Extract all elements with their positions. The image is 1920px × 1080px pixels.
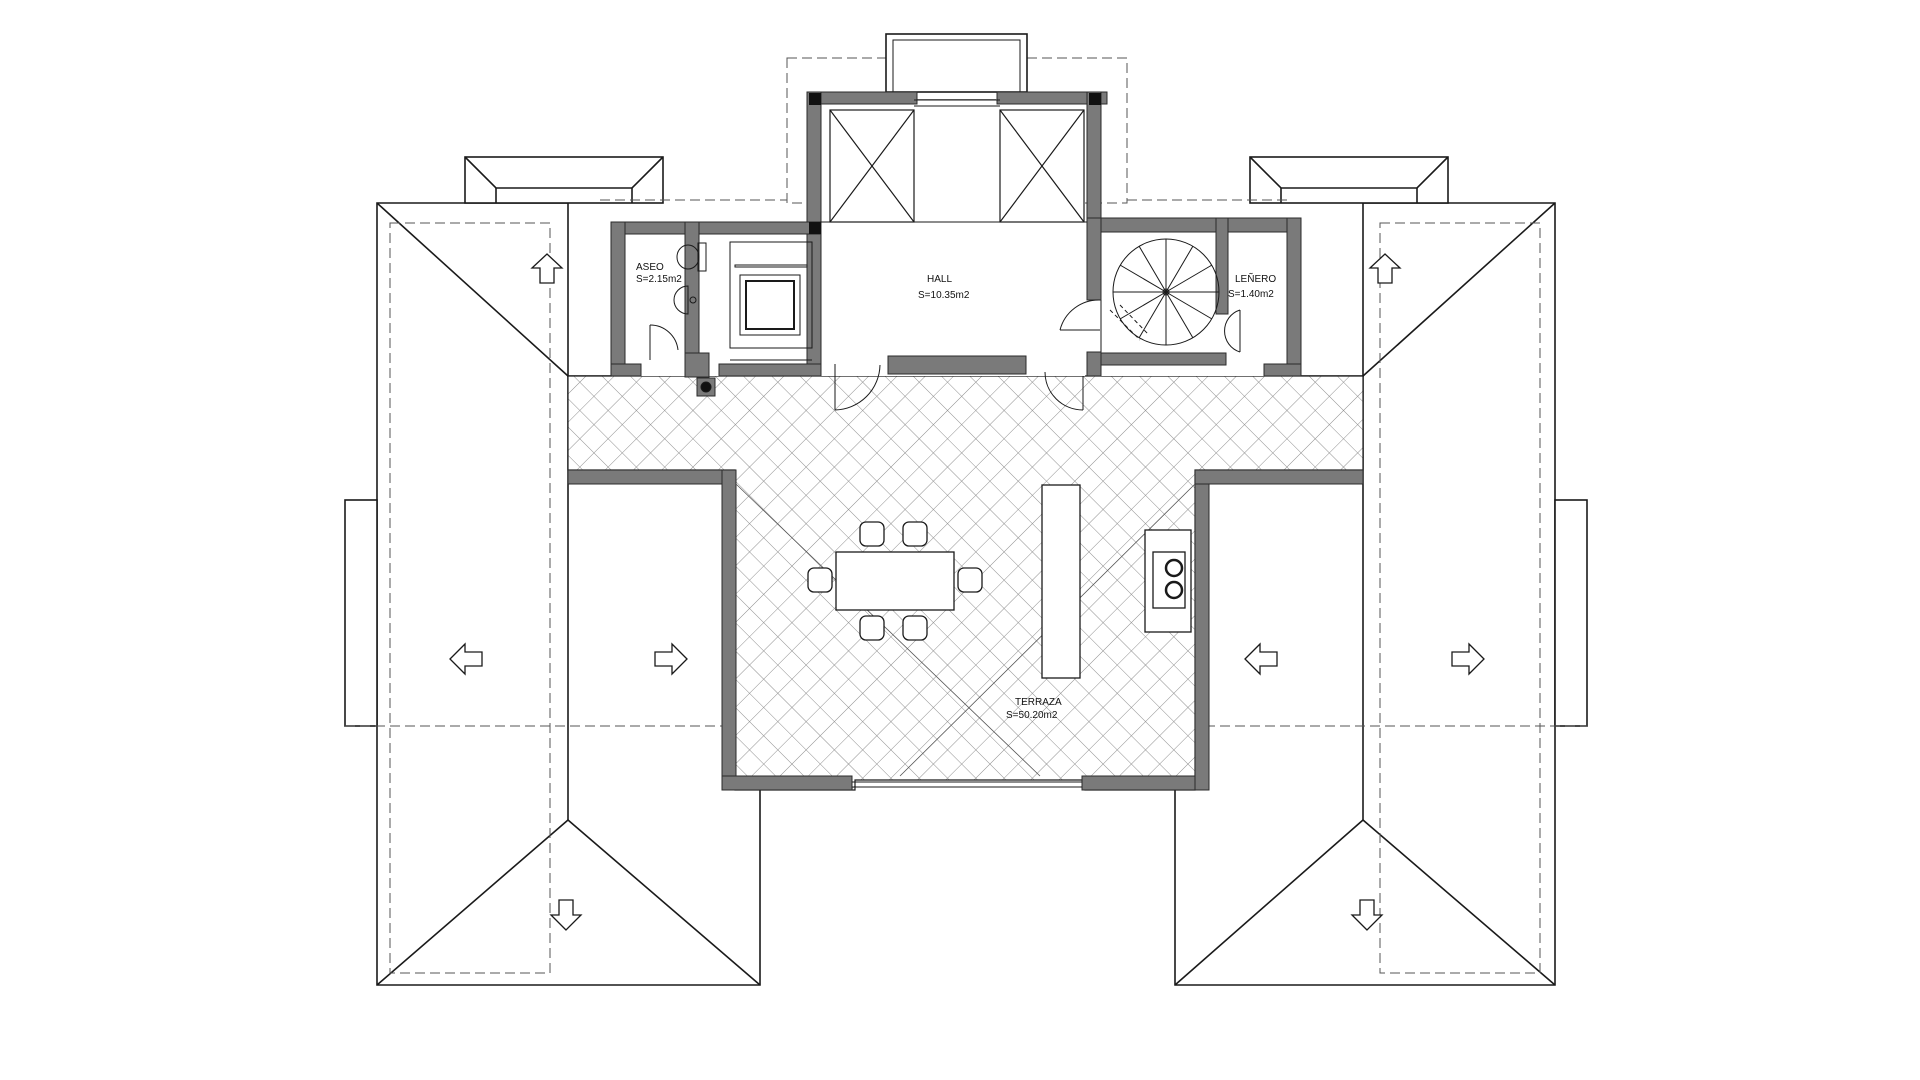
chair	[902, 521, 928, 547]
columns	[809, 93, 1101, 234]
slope-arrow-icon	[449, 642, 483, 676]
dining-table	[835, 551, 955, 611]
chair	[957, 567, 983, 593]
toilet-icon	[676, 242, 707, 272]
slope-arrows	[449, 253, 1485, 931]
room-area-lenero: S=1.40m2	[1228, 289, 1274, 300]
room-name-aseo: ASEO	[636, 262, 664, 273]
aseo-fixtures	[649, 242, 716, 397]
hall-windows	[820, 99, 1087, 223]
sink-icon	[673, 285, 697, 315]
room-name-hall: HALL	[927, 274, 952, 285]
room-area-hall: S=10.35m2	[918, 290, 970, 301]
slope-arrow-icon	[1350, 899, 1384, 931]
slope-arrow-icon	[1244, 642, 1278, 676]
dormer-right	[1249, 156, 1449, 204]
spiral-staircase-icon	[1059, 238, 1241, 353]
elevator	[729, 241, 813, 361]
room-name-terraza: TERRAZA	[1015, 697, 1062, 708]
chair	[859, 521, 885, 547]
slope-arrow-icon	[654, 642, 688, 676]
chair	[807, 567, 833, 593]
slope-arrow-icon	[530, 253, 564, 284]
room-labels: ASEO S=2.15m2 HALL S=10.35m2 LEÑERO S=1.…	[636, 262, 1276, 721]
slope-arrow-icon	[549, 899, 583, 931]
slope-arrow-icon	[1368, 253, 1402, 284]
chair	[902, 615, 928, 641]
room-area-terraza: S=50.20m2	[1006, 710, 1058, 721]
chair	[859, 615, 885, 641]
walls	[610, 91, 1302, 378]
slope-arrow-icon	[1451, 642, 1485, 676]
building-core	[610, 91, 1302, 411]
dining-set	[807, 521, 983, 641]
dormer-left	[464, 156, 664, 204]
room-area-aseo: S=2.15m2	[636, 274, 682, 285]
bench	[1041, 484, 1081, 679]
fireplace-icon	[1144, 529, 1192, 633]
terrace-walls	[567, 469, 1364, 791]
room-name-lenero: LEÑERO	[1235, 272, 1276, 285]
hall-doors	[834, 300, 1102, 411]
